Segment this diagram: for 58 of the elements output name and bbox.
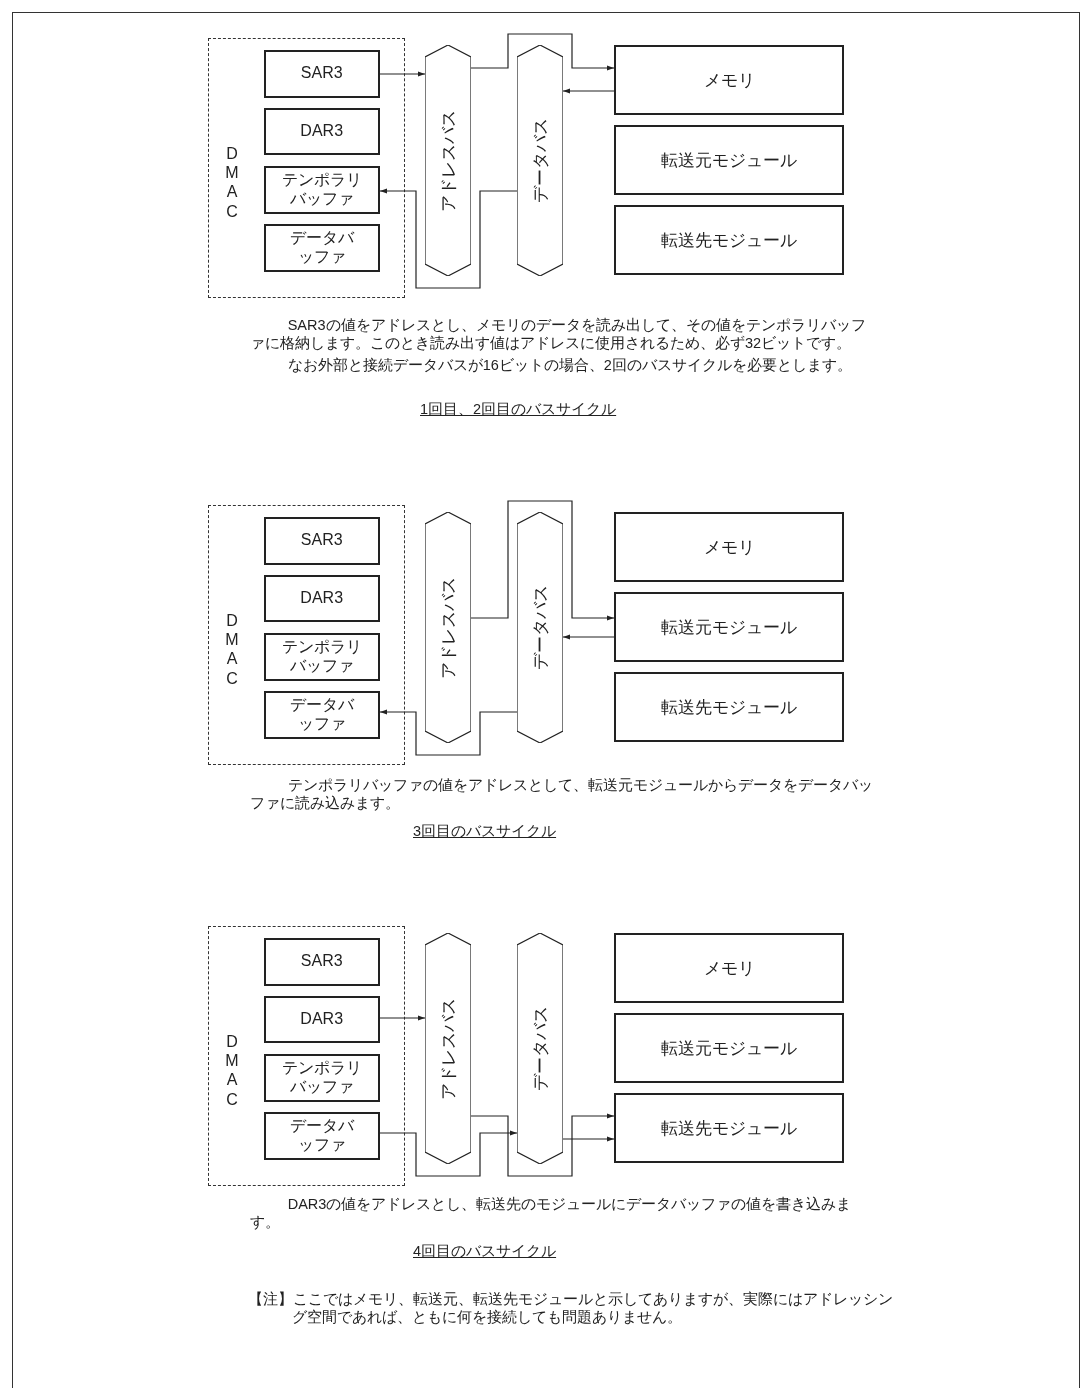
arrow [562, 1136, 615, 1142]
register-box: データバッファ [263, 223, 380, 272]
bus-label: データバス [529, 1006, 551, 1091]
dashed-group-box [208, 38, 405, 298]
arrow [470, 500, 615, 621]
module-box: 転送元モジュール [614, 125, 844, 195]
module-box: 転送先モジュール [614, 205, 844, 275]
register-box: DAR3 [263, 574, 380, 622]
module-box: 転送元モジュール [614, 592, 844, 662]
dashed-group-box [208, 505, 405, 765]
module-box: 転送先モジュール [614, 1093, 844, 1163]
register-box: テンポラリバッファ [263, 165, 380, 214]
dashed-group-box [208, 926, 405, 1186]
register-box: SAR3 [263, 49, 380, 98]
group-title: D M A C [225, 611, 239, 688]
arrow [379, 1130, 518, 1177]
arrow [379, 188, 518, 289]
register-box: データバッファ [263, 690, 380, 739]
module-box: メモリ [614, 512, 844, 582]
bus-shape [517, 512, 563, 743]
group-title: D M A C [225, 144, 239, 221]
arrow [562, 88, 615, 94]
register-box: SAR3 [263, 516, 380, 565]
module-box: 転送先モジュール [614, 672, 844, 742]
bus-shape [425, 512, 471, 743]
bus-label: データバス [529, 585, 551, 670]
description-text: DAR3の値をアドレスとし、転送先のモジュールにデータバッファの値を書き込みます。 [250, 1195, 853, 1232]
cycle-caption: 3回目のバスサイクル [413, 822, 557, 841]
arrow [379, 709, 518, 756]
bus-label: アドレスバス [437, 997, 459, 1100]
register-box: SAR3 [263, 937, 380, 986]
module-box: メモリ [614, 933, 844, 1003]
group-title: D M A C [225, 1032, 239, 1109]
description-text: なお外部と接続データバスが16ビットの場合、2回のバスサイクルを必要とします。 [286, 356, 853, 375]
register-box: データバッファ [263, 1111, 380, 1160]
bus-label: アドレスバス [437, 576, 459, 679]
register-box: テンポラリバッファ [263, 1053, 380, 1102]
bus-label: データバス [529, 118, 551, 203]
arrow [379, 71, 426, 77]
cycle-caption: 4回目のバスサイクル [413, 1242, 557, 1261]
register-box: テンポラリバッファ [263, 632, 380, 681]
bus-shape [425, 933, 471, 1164]
arrow [562, 634, 615, 640]
arrow [470, 1113, 615, 1177]
bus-shape [425, 45, 471, 276]
arrow [379, 1015, 426, 1021]
register-box: DAR3 [263, 107, 380, 155]
cycle-caption: 1回目、2回目のバスサイクル [420, 400, 617, 419]
bus-shape [517, 45, 563, 276]
bus-shape [517, 933, 563, 1164]
module-box: 転送元モジュール [614, 1013, 844, 1083]
module-box: メモリ [614, 45, 844, 115]
description-text: テンポラリバッファの値をアドレスとして、転送元モジュールからデータをデータバッファに読み込みます。 [250, 776, 874, 813]
note-text: 【注】ここではメモリ、転送元、転送先モジュールと示してありますが、実際にはアドレッシング空間であれば、ともに何を接続しても問題ありません。 [248, 1290, 894, 1327]
register-box: DAR3 [263, 995, 380, 1043]
bus-label: アドレスバス [437, 109, 459, 212]
description-text: SAR3の値をアドレスとし、メモリのデータを読み出して、その値をテンポラリバッファに格納します。このとき読み出す値はアドレスに使用されるため、必ず32ビットです。 [250, 316, 867, 353]
arrow [470, 33, 615, 71]
